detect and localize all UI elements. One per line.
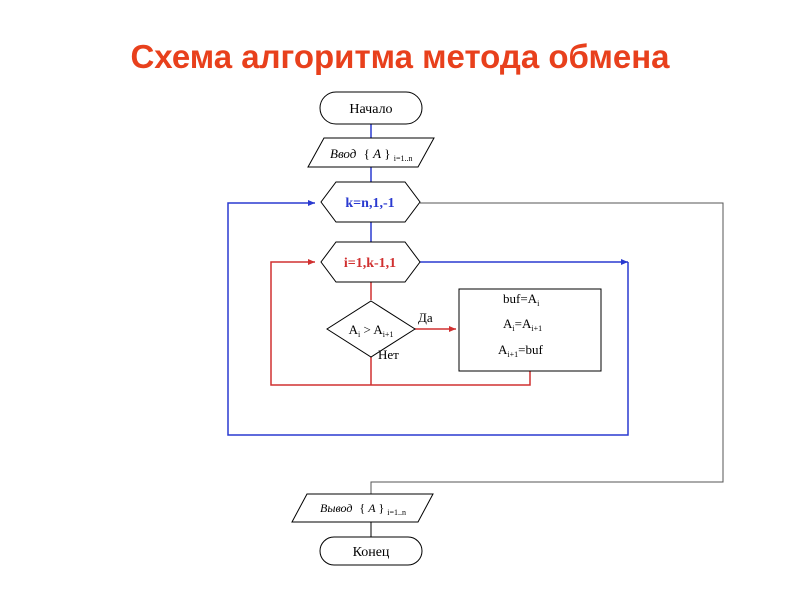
input-var: A xyxy=(372,146,381,161)
outer-loop-block xyxy=(320,181,421,223)
cond-right: A xyxy=(373,322,383,337)
end-label: Конец xyxy=(353,545,390,560)
swap-line-1: buf=Ai xyxy=(503,291,540,308)
outer-loop-return-line xyxy=(227,200,629,436)
yes-label: Да xyxy=(418,310,433,325)
no-label: Нет xyxy=(378,347,399,362)
outer-loop-label: k=n,1,-1 xyxy=(345,196,394,211)
output-prefix: Вывод xyxy=(320,501,352,515)
output-block xyxy=(291,493,434,523)
page-title: Схема алгоритма метода обмена xyxy=(130,38,670,75)
swap2-sub1: i xyxy=(512,324,515,333)
output-brace-close: } xyxy=(379,501,385,515)
swap2-sub2: i+1 xyxy=(531,324,542,333)
swap-line-3: Ai+1=buf xyxy=(498,342,543,359)
swap3-sub: i+1 xyxy=(507,350,518,359)
cond-right-sub: i+1 xyxy=(383,330,394,339)
input-sub: i=1..n xyxy=(394,154,413,163)
cond-op: > xyxy=(360,322,373,337)
cond-left: A xyxy=(349,322,359,337)
swap-return-line xyxy=(371,371,531,386)
swap3-left: A xyxy=(498,342,508,357)
input-brace-close: } xyxy=(384,146,390,161)
input-block xyxy=(307,137,435,168)
swap2-left: A xyxy=(503,316,513,331)
start-label: Начало xyxy=(349,102,392,117)
input-prefix: Ввод xyxy=(330,146,357,161)
input-label: Ввод { A } i=1..n xyxy=(330,146,413,163)
compare-decision xyxy=(326,300,416,358)
cond-left-sub: i xyxy=(358,330,361,339)
swap-process-block xyxy=(458,288,602,372)
swap-line-2: Ai=Ai+1 xyxy=(503,316,542,333)
swap3-right: =buf xyxy=(518,342,543,357)
inner-loop-label: i=1,k-1,1 xyxy=(344,256,396,271)
input-brace-open: { xyxy=(364,146,370,161)
inner-loop-return-line xyxy=(270,259,371,386)
outer-loop-exit-line xyxy=(370,202,724,494)
output-brace-open: { xyxy=(359,501,365,515)
condition-label: Ai > Ai+1 xyxy=(349,322,394,339)
swap2-mid: =A xyxy=(515,316,532,331)
end-terminator xyxy=(319,536,423,566)
output-sub: i=1..n xyxy=(387,508,406,517)
swap1-left: buf=A xyxy=(503,291,538,306)
inner-loop-block xyxy=(320,241,421,283)
output-var: A xyxy=(367,501,376,515)
swap1-sub: i xyxy=(537,299,540,308)
output-label: Вывод { A } i=1..n xyxy=(320,501,406,517)
start-terminator xyxy=(319,91,423,125)
